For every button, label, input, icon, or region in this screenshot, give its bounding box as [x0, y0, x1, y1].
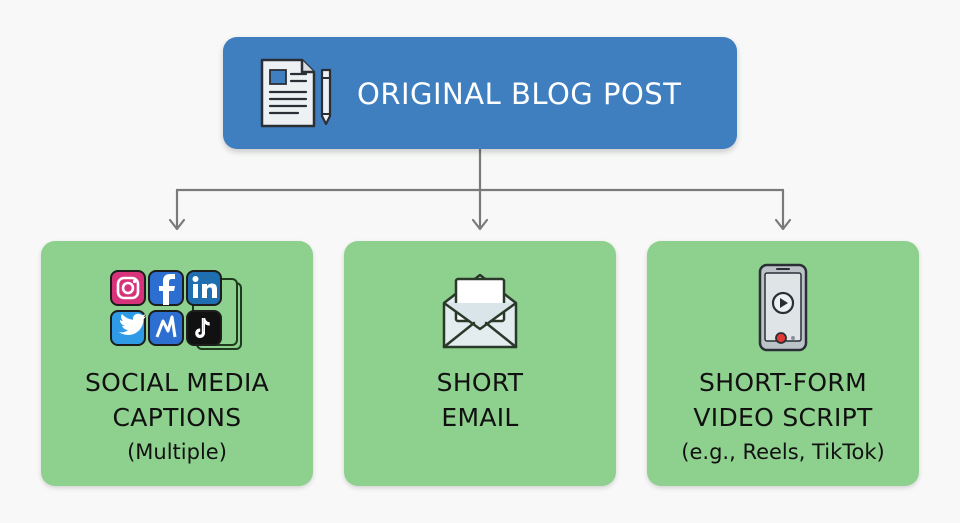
card-title-line1: SHORT	[436, 368, 524, 397]
twitter-icon	[110, 310, 147, 346]
smartphone-video-icon	[758, 263, 808, 352]
card-title-line1: SOCIAL MEDIA	[84, 368, 270, 397]
tiktok-icon	[186, 310, 222, 346]
envelope-icon	[442, 273, 518, 349]
linkedin-icon	[186, 270, 222, 306]
root-title: ORIGINAL BLOG POST	[357, 77, 682, 111]
card-short-email: SHORT EMAIL	[344, 241, 616, 486]
card-title-line2: EMAIL	[441, 403, 519, 432]
network-icon	[148, 310, 184, 346]
card-subtitle: (Multiple)	[127, 440, 227, 464]
card-title-line2: VIDEO SCRIPT	[693, 403, 873, 432]
instagram-icon	[110, 270, 146, 306]
document-with-pencil-icon	[260, 58, 332, 128]
social-media-icons-stack	[110, 270, 242, 350]
card-short-form-video-script: SHORT-FORM VIDEO SCRIPT (e.g., Reels, Ti…	[647, 241, 919, 486]
card-title-line1: SHORT-FORM	[699, 368, 867, 397]
card-subtitle: (e.g., Reels, TikTok)	[681, 440, 885, 464]
card-social-media-captions: SOCIAL MEDIA CAPTIONS (Multiple)	[41, 241, 313, 486]
facebook-icon	[148, 270, 184, 306]
card-title-line2: CAPTIONS	[112, 403, 242, 432]
